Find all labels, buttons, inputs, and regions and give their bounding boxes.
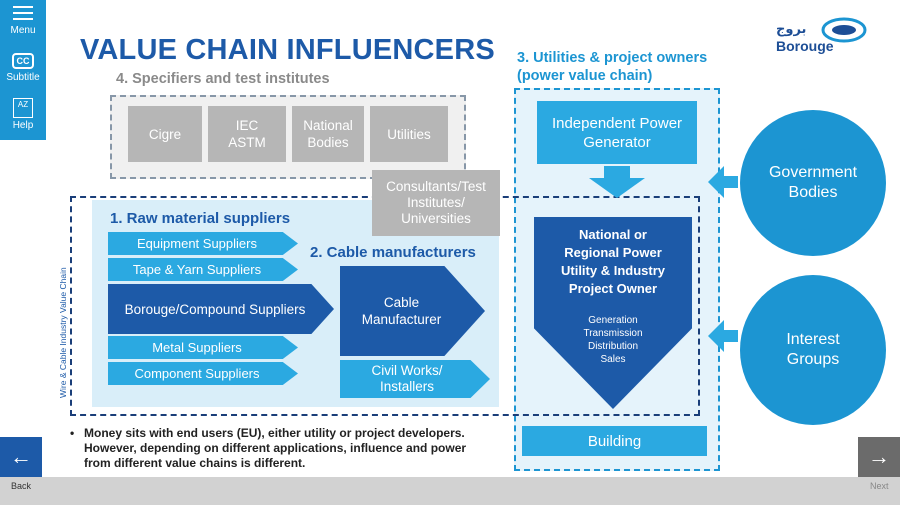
specifier-cigre: Cigre (128, 106, 202, 162)
bullet-note: • Money sits with end users (EU), either… (70, 426, 490, 471)
specifier-national-bodies: National Bodies (292, 106, 364, 162)
wire-chain-label-wrap: Wire & Cable Industry Value Chain (50, 220, 68, 398)
component-suppliers-arrow: Component Suppliers (108, 362, 298, 385)
wire-chain-label: Wire & Cable Industry Value Chain (58, 267, 68, 398)
bullet-dot-icon: • (70, 426, 75, 440)
hamburger-icon (13, 6, 33, 20)
help-label: Help (12, 120, 34, 131)
utility-owner-title: National or Regional Power Utility & Ind… (560, 227, 665, 296)
next-label: Next (870, 481, 889, 491)
government-bodies-circle: Government Bodies (740, 110, 886, 256)
help-button[interactable]: AZ Help (0, 96, 46, 138)
closed-caption-icon: CC (12, 53, 34, 69)
tape-yarn-suppliers-arrow: Tape & Yarn Suppliers (108, 258, 298, 281)
equipment-suppliers-arrow: Equipment Suppliers (108, 232, 298, 255)
section3-label: 3. Utilities & project owners (power val… (517, 50, 708, 84)
bottom-nav-bar (0, 477, 900, 505)
section2-label: 2. Cable manufacturers (310, 244, 476, 261)
section1-label: 1. Raw material suppliers (110, 210, 291, 227)
glossary-az-icon: AZ (13, 98, 33, 118)
back-button[interactable]: ← (0, 437, 42, 477)
metal-suppliers-arrow: Metal Suppliers (108, 336, 298, 359)
back-label: Back (11, 481, 32, 491)
menu-label: Menu (10, 25, 36, 36)
next-button[interactable]: → (858, 437, 900, 477)
independent-power-generator: Independent Power Generator (537, 101, 697, 164)
bullet-note-text: Money sits with end users (EU), either u… (84, 426, 467, 470)
building-box: Building (522, 426, 707, 456)
arrow-left-icon: ← (10, 444, 32, 469)
borouge-logo: بروج Borouge (776, 16, 876, 56)
subtitle-button[interactable]: CC Subtitle (0, 50, 46, 92)
utility-owner-functions: Generation Transmission Distribution Sal… (583, 315, 643, 365)
menu-button[interactable]: Menu (0, 2, 46, 42)
borouge-compound-suppliers-arrow: Borouge/Compound Suppliers (108, 284, 334, 334)
left-toolbar: Menu CC Subtitle AZ Help (0, 0, 46, 140)
subtitle-label: Subtitle (6, 72, 40, 83)
specifier-utilities: Utilities (370, 106, 448, 162)
consultants-test-institutes: Consultants/Test Institutes/ Universitie… (372, 170, 500, 236)
logo-swoosh-icon (821, 17, 867, 43)
page-title: VALUE CHAIN INFLUENCERS (80, 34, 495, 66)
section4-label: 4. Specifiers and test institutes (116, 71, 330, 87)
specifier-iec-astm: IEC ASTM (208, 106, 286, 162)
interest-groups-circle: Interest Groups (740, 275, 886, 425)
logo-arabic-text: بروج (776, 22, 807, 37)
arrow-right-icon: → (868, 444, 890, 469)
civil-works-installers-arrow: Civil Works/ Installers (340, 360, 490, 398)
logo-text: Borouge (776, 38, 834, 54)
